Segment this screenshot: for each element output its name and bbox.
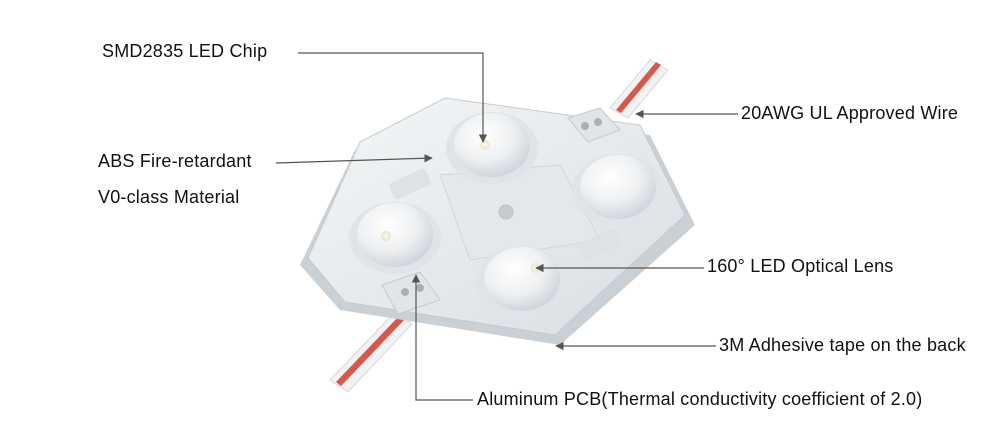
label-smd-chip: SMD2835 LED Chip [102,41,268,61]
label-wire: 20AWG UL Approved Wire [741,103,959,123]
connector-top [567,107,621,143]
label-lens: 160° LED Optical Lens [707,256,894,276]
leader-abs [275,154,433,164]
label-abs-line1: ABS Fire-retardant [98,151,252,171]
wire-top [609,59,669,119]
led-dome-right [572,154,664,226]
led-dome-top [446,112,538,184]
led-dome-left [349,202,441,274]
label-pcb: Aluminum PCB(Thermal conductivity coeffi… [477,389,923,409]
led-dome-bottom [476,246,568,318]
connector-bottom [381,271,441,315]
label-abs-line2: V0-class Material [98,187,240,207]
leader-pcb [411,274,473,401]
leader-smd-chip [298,52,488,143]
label-tape: 3M Adhesive tape on the back [719,335,966,355]
wire-bottom [329,311,413,393]
